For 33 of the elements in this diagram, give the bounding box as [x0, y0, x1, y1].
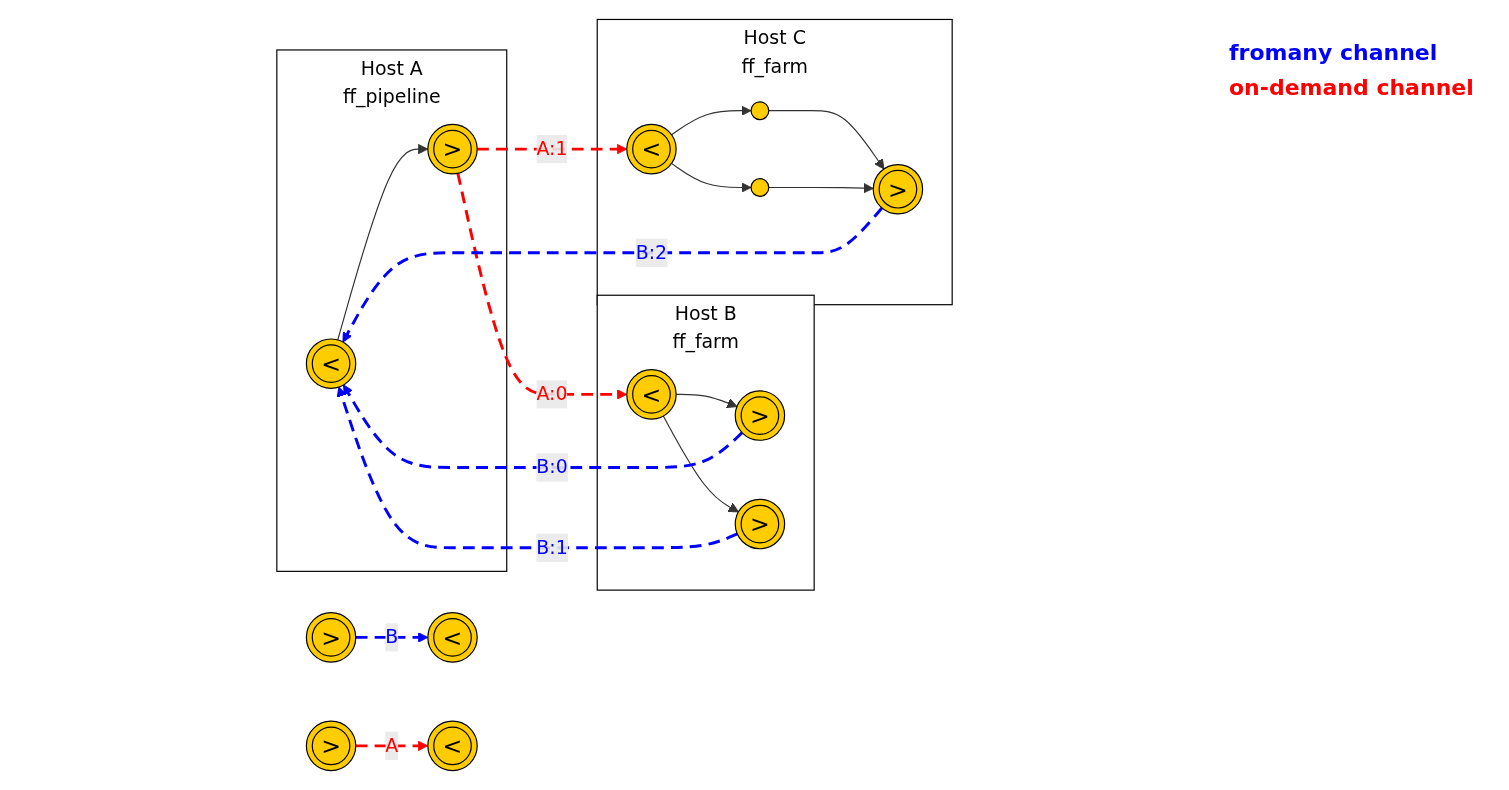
edge-label: B:0 [536, 455, 568, 479]
arrow [355, 740, 429, 752]
node-circle [750, 178, 770, 197]
edge-label: A:0 [536, 382, 568, 406]
node-circle: < [305, 338, 357, 389]
arrow [662, 415, 739, 513]
node-circle: > [734, 390, 786, 441]
edge-label: B [385, 625, 399, 649]
node-circle: > [734, 498, 786, 550]
arrow [768, 182, 874, 194]
node-circle: > [305, 720, 357, 772]
legend-heading: on-demand channel [1229, 75, 1475, 100]
node-circle: > [305, 612, 357, 663]
node-circle [750, 101, 770, 121]
legend-heading: fromany channel [1229, 40, 1439, 65]
node-circle: < [427, 720, 478, 772]
edge-label: B:2 [635, 240, 668, 264]
edge-label: A [385, 734, 399, 757]
arrow [337, 143, 429, 341]
arrow [671, 105, 752, 136]
node-circle: < [427, 612, 478, 663]
arrow [768, 110, 885, 170]
edge-label: B:1 [536, 535, 568, 559]
arrow [342, 207, 884, 343]
arrow [343, 384, 744, 469]
arrow [336, 386, 738, 550]
arrow [355, 632, 429, 643]
node-circle: > [427, 123, 478, 175]
node-circle: < [626, 369, 677, 420]
node-circle: > [872, 163, 924, 215]
arrow [671, 162, 752, 193]
node-circle: < [626, 123, 677, 175]
edge-label: A:1 [536, 137, 568, 160]
